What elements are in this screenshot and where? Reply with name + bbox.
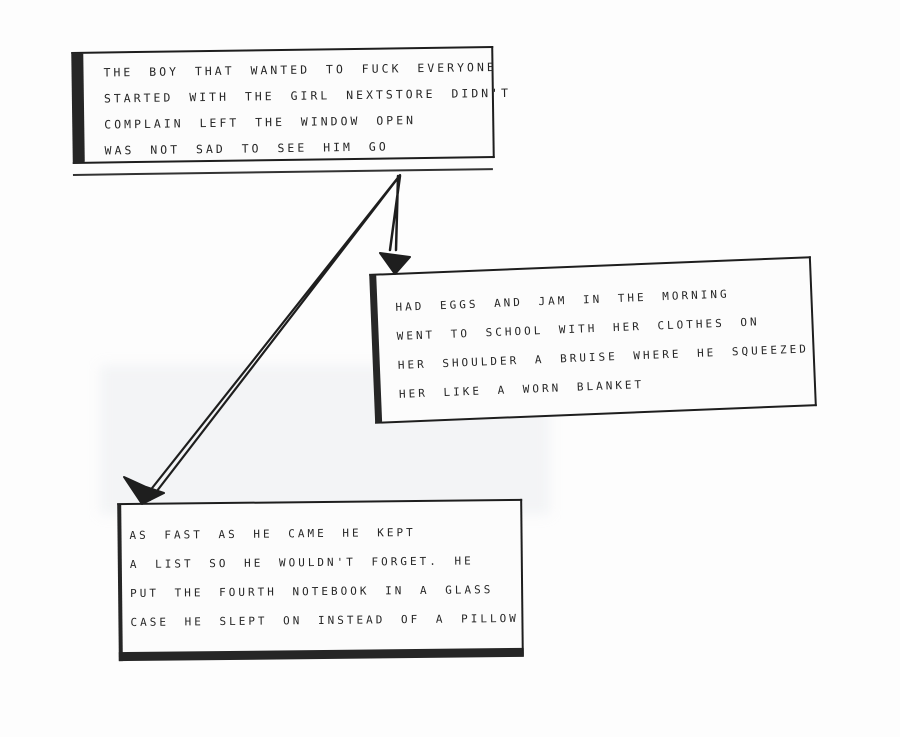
arrow-to-panel-3: [143, 173, 402, 502]
arrowhead-to-panel-2: [379, 252, 411, 275]
arrow-to-panel-2: [388, 174, 402, 252]
arrowhead-to-panel-3: [123, 476, 165, 505]
